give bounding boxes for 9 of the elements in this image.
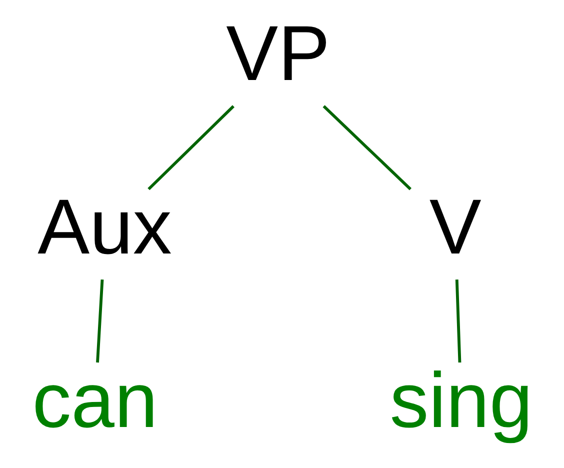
- node-text: V: [428, 182, 481, 270]
- connector: [96, 280, 104, 363]
- connector: [454, 280, 461, 363]
- connector: [322, 105, 411, 190]
- connector: [147, 105, 234, 190]
- node-text: can: [32, 356, 158, 444]
- node-text: sing: [389, 356, 532, 444]
- node-text: VP: [226, 9, 330, 98]
- node-text: Aux: [37, 182, 172, 270]
